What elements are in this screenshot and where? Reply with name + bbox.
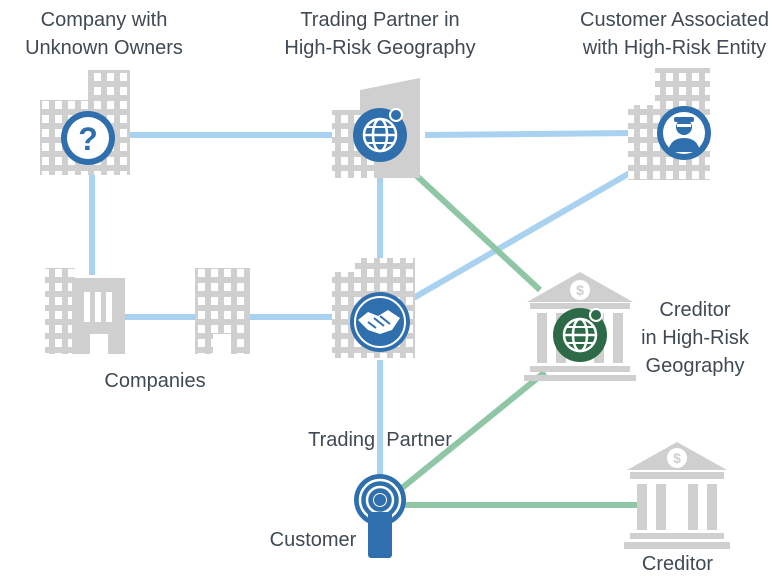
question-mark-icon: ? [61,111,115,165]
label-companies-text: Companies [104,370,206,392]
bank-dollar-symbol: $ [576,282,584,298]
label-trading-partner-text: Trading Partner [308,429,452,451]
bank-globe-icon [553,308,607,362]
customer-node [354,474,406,558]
creditor-risk-bank: $ [524,272,636,381]
label-creditor-risk-line1: Creditor [659,299,731,321]
customer-assoc-building [628,68,711,180]
trading-partner-building [332,258,415,358]
label-creditor-risk: Creditor in High-Risk Geography [635,296,755,380]
link-tradingrisk-to-customerassoc [424,130,636,138]
unknown-owner-company: ? [40,70,130,175]
label-trading-partner: Trading Partner [295,370,465,482]
globe-pin-icon [353,108,407,162]
label-customer-text: Customer [269,529,357,551]
label-creditor: Creditor [620,550,735,578]
link-customerassoc-to-tradingpartner [408,167,637,303]
label-companies: Companies [90,367,220,395]
company-building-left [45,268,125,354]
label-customer-assoc-line1: Customer Associated [580,9,769,31]
creditor-bank: $ [624,442,730,549]
link-tradingrisk-to-creditorrisk [402,162,543,293]
label-creditor-text: Creditor [641,553,714,575]
companies-group [45,268,250,354]
svg-text:?: ? [78,121,98,157]
handshake-icon [350,292,410,352]
label-creditor-risk-line2: in High-Risk [641,327,749,349]
label-customer-assoc: Customer Associated with High-Risk Entit… [570,6,779,62]
label-creditor-risk-line3: Geography [645,355,745,377]
label-customer-assoc-line2: with High-Risk Entity [582,37,767,59]
bank-dollar-symbol-2: $ [673,450,681,466]
person-signal-icon [354,474,406,558]
trading-partner-risk-building [332,78,420,178]
label-trading-partner-risk-line1: Trading Partner in [300,9,460,31]
bank-icon: $ [624,442,730,549]
label-trading-partner-risk: Trading Partner in High-Risk Geography [270,6,490,62]
label-unknown-owner: Company with Unknown Owners [14,6,194,62]
hooded-figure-icon [657,106,711,160]
label-customer: Customer [258,526,368,554]
link-customer-to-creditorrisk [400,369,547,491]
office-building-icon [195,268,250,354]
label-unknown-owner-line2: Unknown Owners [25,37,183,59]
connections [89,130,638,508]
label-trading-partner-risk-line2: High-Risk Geography [284,37,476,59]
label-unknown-owner-line1: Company with [40,9,168,31]
